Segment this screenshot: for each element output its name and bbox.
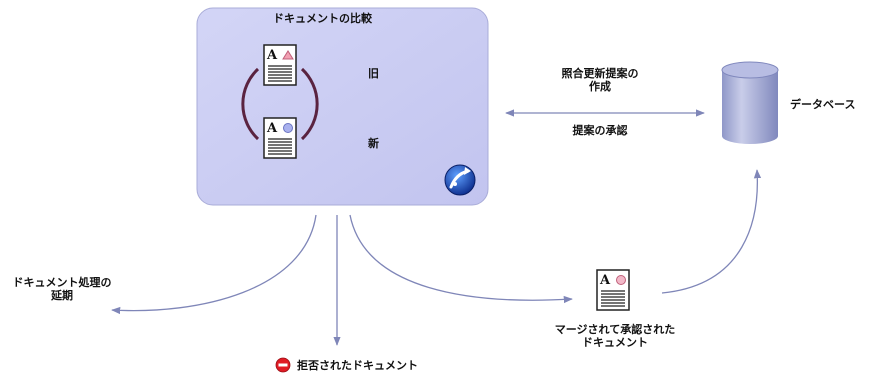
label-merged-line1: マージされて承認された	[554, 323, 676, 336]
label-new: 新	[368, 137, 379, 150]
panel-title: ドキュメントの比較	[273, 12, 372, 25]
document-merged-icon	[596, 269, 630, 311]
label-old: 旧	[368, 67, 379, 80]
label-merged: マージされて承認された ドキュメント	[545, 323, 685, 349]
label-reconcile-line1: 照合更新提案の	[561, 67, 639, 80]
document-old-icon	[263, 44, 297, 86]
no-entry-icon	[275, 357, 291, 373]
label-database: データベース	[790, 98, 856, 111]
label-rejected: 拒否されたドキュメント	[297, 359, 418, 372]
label-postpone-line2: 延期	[51, 289, 73, 302]
arrow-merged-database	[661, 169, 762, 294]
label-reconcile-line2: 作成	[589, 80, 611, 93]
label-postpone: ドキュメント処理の 延期	[2, 276, 122, 302]
document-new-icon	[263, 117, 297, 159]
arrow-postpone	[111, 214, 317, 315]
label-merged-line2: ドキュメント	[582, 336, 648, 349]
compare-panel	[196, 7, 489, 206]
arrow-merge	[349, 214, 573, 304]
label-approve: 提案の承認	[572, 124, 628, 137]
database-cylinder-icon	[721, 61, 779, 144]
cycle-arc-left	[241, 67, 260, 141]
cycle-arc-right	[300, 67, 319, 141]
compare-logo-icon	[444, 164, 476, 196]
label-reconcile: 照合更新提案の 作成	[540, 67, 660, 93]
label-postpone-line1: ドキュメント処理の	[12, 276, 112, 289]
